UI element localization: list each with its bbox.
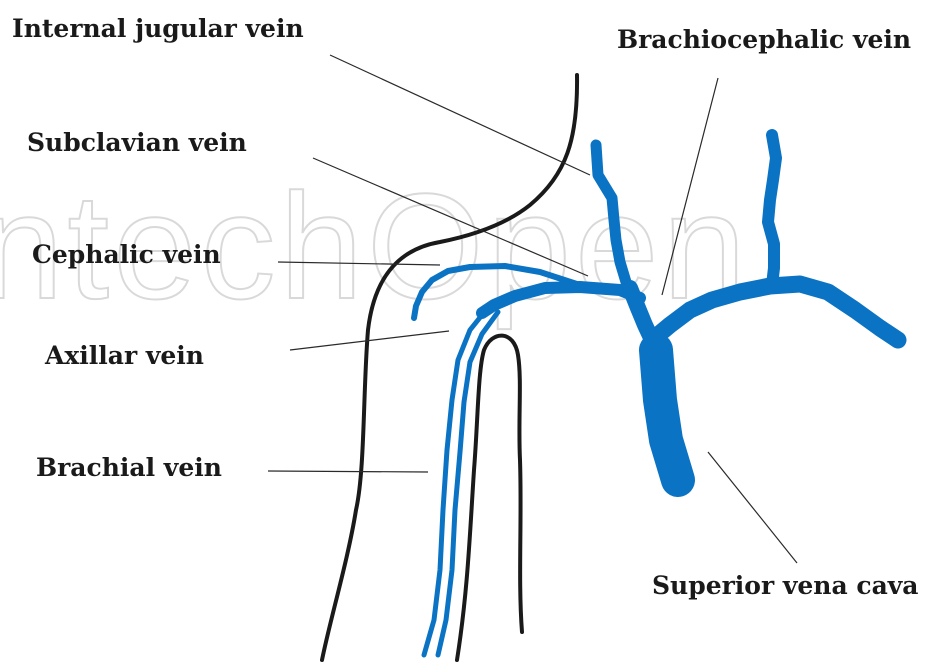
leader-internal-jugular: [330, 55, 590, 175]
label-axillar-vein: Axillar vein: [45, 343, 204, 368]
leader-brachiocephalic: [662, 78, 718, 295]
subclavian-vein: [482, 287, 640, 313]
label-brachiocephalic-vein: Brachiocephalic vein: [617, 27, 911, 52]
label-subclavian-vein: Subclavian vein: [27, 130, 247, 155]
internal-jugular-vein-right: [596, 145, 634, 300]
leader-superior-vena-cava: [708, 452, 797, 563]
label-internal-jugular-vein: Internal jugular vein: [12, 16, 304, 41]
leader-cephalic: [278, 262, 440, 265]
superior-vena-cava: [656, 350, 678, 480]
brachiocephalic-vein-left: [652, 284, 898, 340]
label-cephalic-vein: Cephalic vein: [32, 242, 221, 267]
internal-jugular-vein-left: [768, 135, 776, 285]
label-superior-vena-cava: Superior vena cava: [652, 573, 919, 598]
leader-brachial: [268, 471, 428, 472]
leader-subclavian: [313, 158, 588, 276]
label-brachial-vein: Brachial vein: [36, 455, 222, 480]
